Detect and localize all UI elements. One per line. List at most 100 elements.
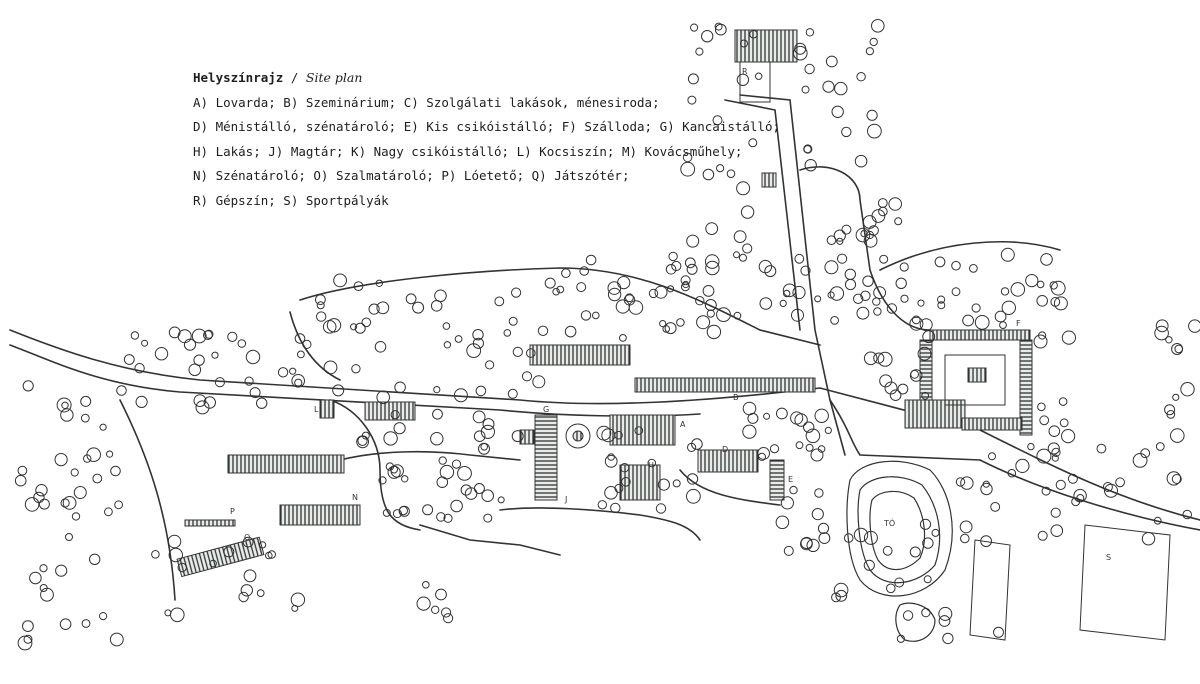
tree xyxy=(443,513,453,523)
tree xyxy=(376,390,391,405)
tree xyxy=(604,454,618,468)
tree xyxy=(1049,281,1058,290)
legend-line-1: A) Lovarda; B) Szeminárium; C) Szolgálat… xyxy=(193,94,660,110)
tree xyxy=(790,411,804,425)
tree xyxy=(899,262,909,272)
tree xyxy=(860,290,871,301)
tree xyxy=(457,466,472,481)
tree xyxy=(873,286,886,300)
tree xyxy=(214,377,225,388)
tree xyxy=(878,206,888,217)
tree xyxy=(1036,448,1052,464)
tree xyxy=(803,421,815,433)
tree xyxy=(704,299,717,311)
tree xyxy=(431,605,440,614)
tree xyxy=(521,371,533,382)
tree xyxy=(422,504,434,516)
tree xyxy=(686,234,700,248)
tree xyxy=(294,378,303,387)
tree xyxy=(1166,410,1176,419)
tree xyxy=(544,277,556,289)
tree xyxy=(390,410,400,420)
tree xyxy=(895,277,907,289)
tree xyxy=(917,346,932,361)
tree xyxy=(1132,453,1148,468)
label-A: A xyxy=(680,420,686,429)
sports-fields xyxy=(969,524,1171,641)
tree xyxy=(755,72,763,80)
tree xyxy=(706,309,715,318)
tree xyxy=(824,260,839,275)
tree xyxy=(1170,428,1185,443)
tree xyxy=(17,465,28,476)
tree xyxy=(1059,418,1069,428)
tree xyxy=(994,310,1007,323)
tree xyxy=(841,126,852,138)
tree xyxy=(1047,442,1060,455)
tree xyxy=(959,520,973,534)
tree xyxy=(40,587,54,602)
tree xyxy=(1050,524,1064,538)
tree xyxy=(106,450,114,458)
tree xyxy=(65,533,73,541)
tree xyxy=(951,260,961,271)
tree xyxy=(510,287,522,298)
label-O: O xyxy=(244,533,250,542)
tree xyxy=(886,583,896,594)
tree xyxy=(256,397,268,409)
legend-title-hu: Helyszínrajz xyxy=(193,70,284,85)
tree xyxy=(81,619,91,628)
tree xyxy=(835,589,848,602)
tree xyxy=(702,285,715,297)
tree xyxy=(931,528,940,537)
tree xyxy=(800,265,811,276)
tree xyxy=(789,485,798,495)
tree xyxy=(739,253,747,262)
tree xyxy=(507,388,518,399)
tree xyxy=(291,604,299,612)
tree xyxy=(922,537,934,549)
tree xyxy=(382,508,391,517)
tree xyxy=(869,37,878,47)
tree xyxy=(686,263,698,275)
tree xyxy=(657,478,671,491)
tree xyxy=(942,632,954,645)
tree xyxy=(597,500,607,510)
tree xyxy=(690,23,699,32)
tree xyxy=(14,474,27,487)
tree xyxy=(473,483,485,494)
tree xyxy=(1061,429,1076,444)
tree xyxy=(195,400,210,415)
tree xyxy=(227,331,238,342)
tree xyxy=(1050,280,1066,296)
tree xyxy=(485,360,495,370)
tree xyxy=(1007,468,1017,478)
tree xyxy=(209,559,217,568)
tree xyxy=(1153,516,1162,525)
tree xyxy=(238,591,249,603)
tree xyxy=(436,476,449,489)
tree xyxy=(436,512,446,522)
tree xyxy=(188,363,202,377)
legend-line-4: N) Szénatároló; O) Szalmatároló; P) Lóet… xyxy=(193,168,630,183)
tree xyxy=(438,456,447,465)
tree xyxy=(353,281,364,292)
tree xyxy=(742,424,757,439)
tree xyxy=(387,465,401,479)
tree xyxy=(123,354,135,365)
tree xyxy=(393,422,406,435)
tree xyxy=(733,311,742,320)
tree xyxy=(405,293,417,305)
tree xyxy=(1182,509,1192,520)
tree xyxy=(60,498,70,508)
tree xyxy=(951,287,961,297)
tree xyxy=(865,47,875,56)
tree xyxy=(256,589,265,597)
tree xyxy=(478,442,490,455)
tree xyxy=(86,447,101,463)
tree xyxy=(714,22,723,31)
tree xyxy=(716,164,725,173)
tree xyxy=(73,486,87,499)
tree xyxy=(392,509,402,519)
